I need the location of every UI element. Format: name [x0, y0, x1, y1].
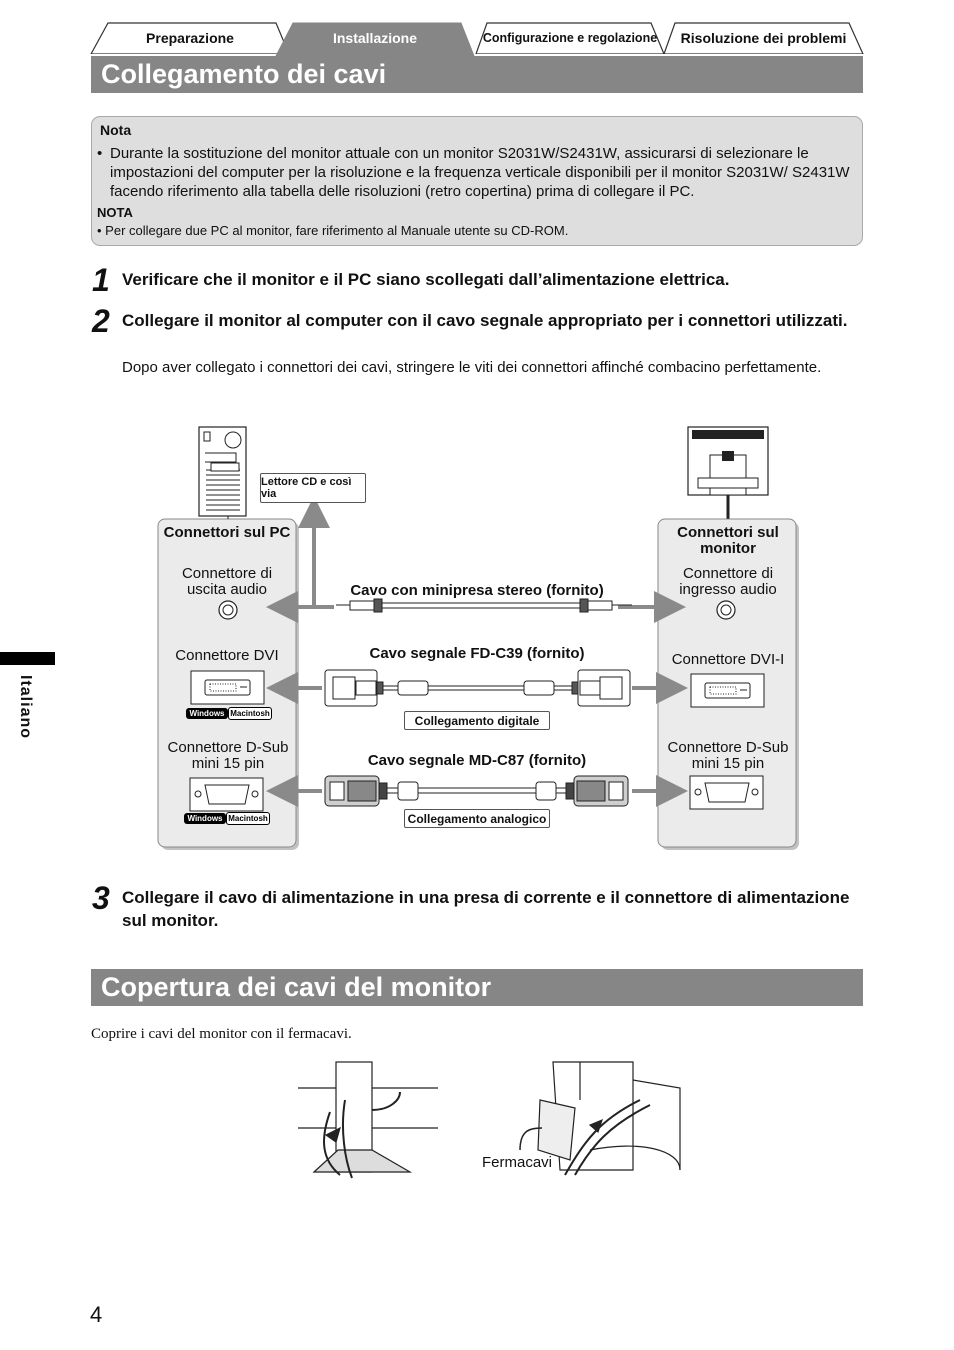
step-3-text: Collegare il cavo di alimentazione in un… [122, 888, 850, 930]
tab-shape [663, 22, 864, 54]
pc-dsub-label: Connettore D-Sub mini 15 pin [167, 739, 289, 772]
tab-configurazione[interactable]: Configurazione e regolazione [475, 22, 665, 54]
tab-shape [475, 22, 665, 54]
pc-dvi-label: Connettore DVI [175, 647, 279, 664]
fermacavi-label: Fermacavi [482, 1154, 553, 1171]
note-title: Nota [100, 122, 132, 138]
monitor-dvi-label: Connettore DVI-I [671, 651, 785, 668]
step-2-number: 2 [92, 303, 110, 339]
cable-cover-illustration-left [298, 1061, 438, 1179]
dvi-cable-label: Cavo segnale FD-C39 (fornito) [369, 645, 585, 662]
cover-instruction: Coprire i cavi del monitor con il fermac… [91, 1026, 352, 1042]
pc-dsub-port-icon [189, 777, 264, 812]
cd-drive-label: Lettore CD e così via [260, 473, 366, 503]
note-title-2: NOTA [97, 205, 133, 220]
step-2-subtext: Dopo aver collegato i connettori dei cav… [122, 359, 822, 376]
section-title-copertura: Copertura dei cavi del monitor [91, 969, 863, 1006]
tab-installazione[interactable]: Installazione [275, 22, 475, 56]
dsub-cable-label: Cavo segnale MD-C87 (fornito) [367, 752, 587, 769]
step-1-number: 1 [92, 262, 110, 298]
tab-shape [90, 22, 290, 54]
audio-cable-label: Cavo con minipresa stereo (fornito) [350, 582, 604, 599]
pc-audio-jack-icon [218, 600, 238, 620]
tab-label: Configurazione e regolazione [482, 31, 658, 45]
pc-dvi-port-icon [190, 670, 265, 705]
digital-connection-caption: Collegamento digitale [404, 711, 550, 730]
pc-audio-label: Connettore di uscita audio [181, 565, 273, 598]
windows-badge: Windows [186, 708, 228, 719]
note-bullet-1-text: Durante la sostituzione del monitor attu… [110, 145, 850, 200]
macintosh-badge: Macintosh [228, 707, 272, 720]
nav-tabs: Preparazione Installazione Configurazion… [90, 22, 864, 56]
tab-risoluzione[interactable]: Risoluzione dei problemi [663, 22, 864, 54]
monitor-dvi-port-icon [690, 673, 765, 708]
dsub-cable-icon [324, 775, 629, 807]
language-tab-marker [0, 652, 55, 665]
monitor-audio-jack-icon [716, 600, 736, 620]
audio-cable-icon [336, 598, 632, 613]
note-box: Nota • Durante la sostituzione del monit… [91, 116, 863, 246]
language-label: Italiano [17, 675, 34, 740]
page-number: 4 [90, 1302, 103, 1327]
step-3-number: 3 [92, 880, 110, 916]
monitor-dsub-port-icon [689, 775, 764, 810]
section-title-collegamento: Collegamento dei cavi [91, 56, 863, 93]
step-1-text: Verificare che il monitor e il PC siano … [122, 270, 730, 289]
note-bullet-1: • Durante la sostituzione del monitor at… [97, 144, 857, 201]
tab-shape [275, 22, 475, 56]
cable-cover-illustration-right [519, 1061, 681, 1176]
pc-panel-title: Connettori sul PC [163, 524, 291, 541]
note-bullet-2: • Per collegare due PC al monitor, fare … [97, 223, 569, 238]
pc-tower-icon [198, 426, 247, 517]
tab-label: Installazione [332, 30, 418, 46]
step-2-text: Collegare il monitor al computer con il … [122, 311, 848, 330]
tab-label: Preparazione [146, 30, 234, 46]
monitor-audio-label: Connettore di ingresso audio [679, 565, 777, 598]
tab-preparazione[interactable]: Preparazione [90, 22, 290, 54]
monitor-dsub-label: Connettore D-Sub mini 15 pin [667, 739, 789, 772]
macintosh-badge: Macintosh [226, 812, 270, 825]
monitor-panel-title: Connettori sul monitor [677, 524, 779, 557]
bullet-dot: • [97, 145, 103, 162]
tab-label: Risoluzione dei problemi [680, 30, 847, 46]
analog-connection-caption: Collegamento analogico [404, 809, 550, 828]
windows-badge: Windows [184, 813, 226, 824]
dvi-cable-icon [324, 669, 631, 707]
monitor-rear-icon [687, 426, 769, 520]
